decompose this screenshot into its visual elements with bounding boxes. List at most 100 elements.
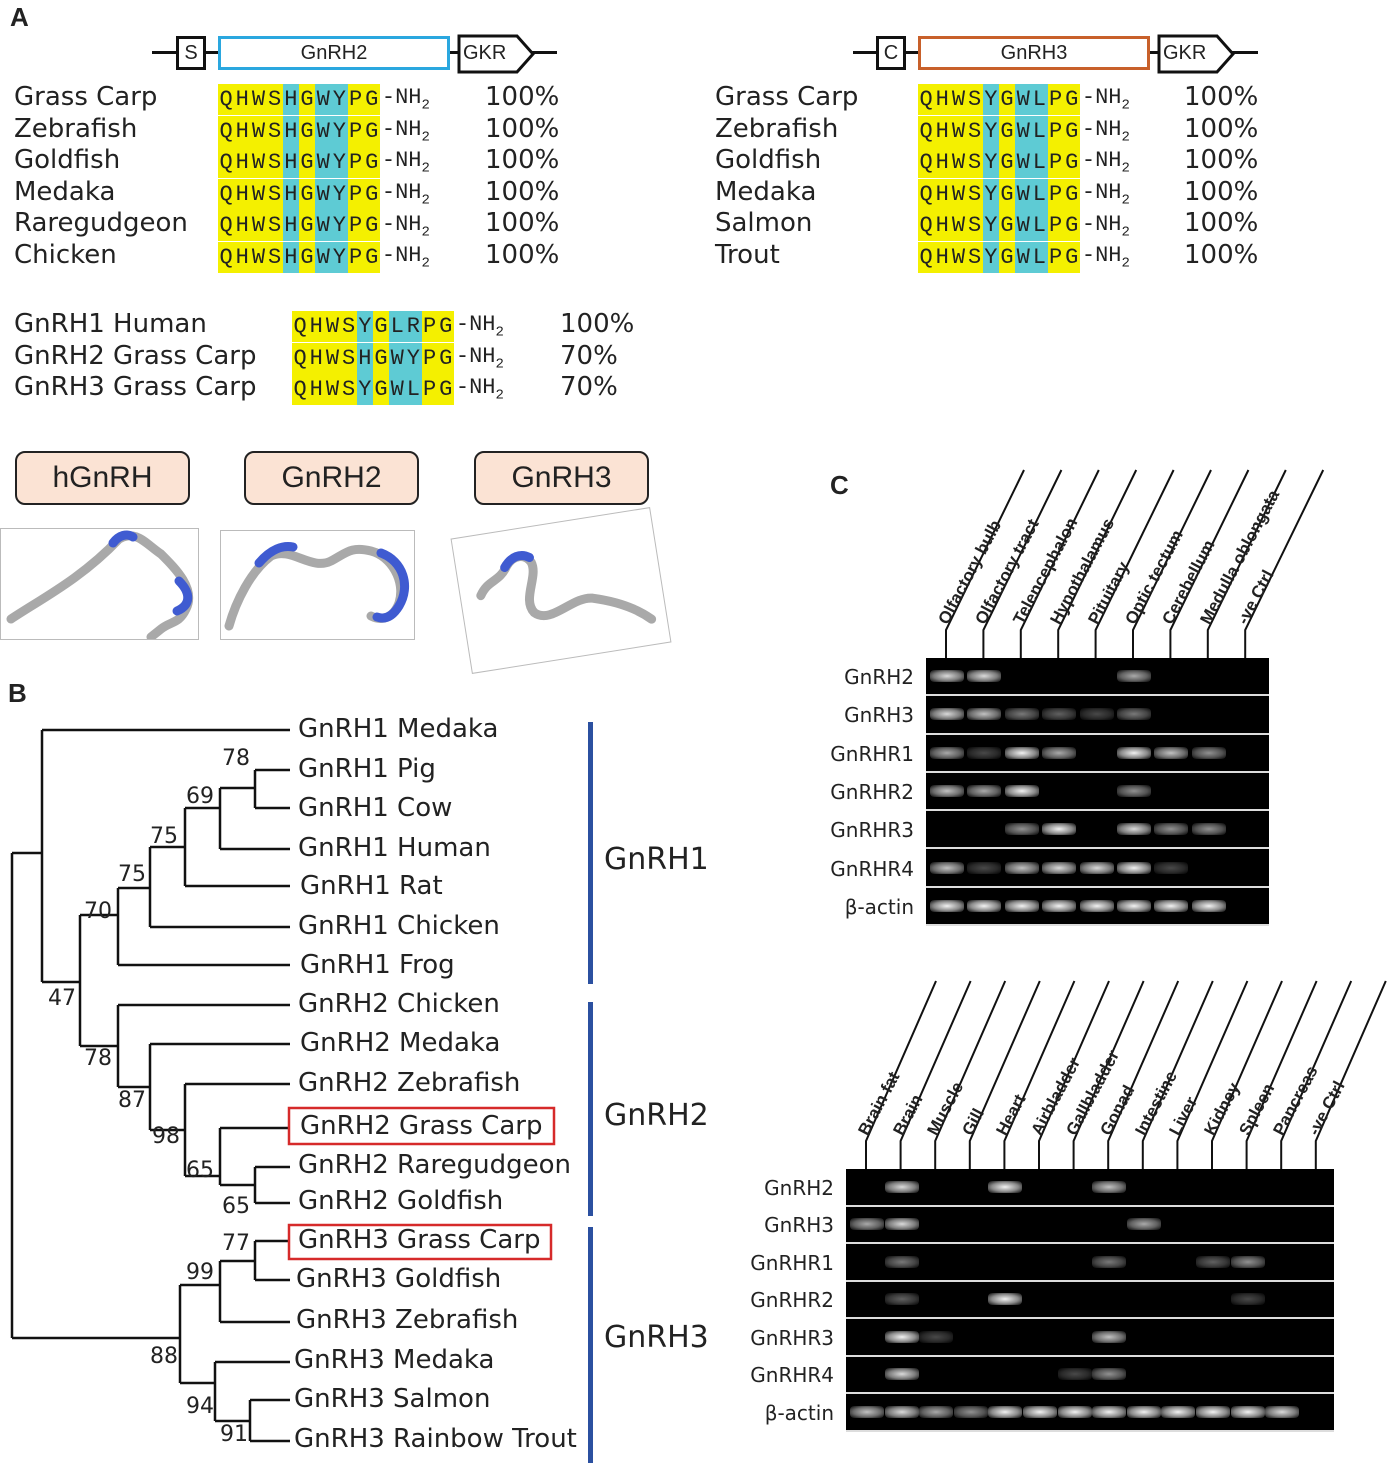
residue: G <box>998 84 1016 115</box>
species-label: GnRH1 Human <box>14 309 207 339</box>
residue: W <box>950 242 967 273</box>
lane-connector <box>968 980 1041 1169</box>
gel-band <box>930 708 964 721</box>
tree-leaf: GnRH1 Rat <box>300 871 443 901</box>
gel-band <box>930 746 964 759</box>
gene-label: GnRHR3 <box>830 818 914 843</box>
gel-row <box>846 1169 1334 1207</box>
residue: G <box>363 210 380 242</box>
residue: W <box>250 242 267 273</box>
gel-image <box>846 1169 1334 1432</box>
gene-label: GnRHR4 <box>830 856 914 881</box>
clade-label-gnrh1: GnRH1 <box>604 842 709 877</box>
amide-terminus: -NH2 <box>381 243 430 272</box>
gel-band <box>1004 785 1039 798</box>
clade-bar-gnrh2 <box>588 1002 593 1216</box>
gel-band <box>919 1330 954 1343</box>
tree-leaf: GnRH2 Chicken <box>298 989 500 1019</box>
residue: P <box>421 374 438 406</box>
residue: S <box>966 84 983 115</box>
gel-band <box>1191 746 1226 759</box>
gene-label: GnRH3 <box>764 1213 834 1238</box>
residue: Q <box>218 84 235 115</box>
gel-band <box>884 1368 919 1381</box>
amide-terminus: -NH2 <box>1081 148 1130 177</box>
gel-band <box>1004 746 1039 759</box>
residue: S <box>966 147 983 179</box>
residue: S <box>266 84 283 115</box>
gkr-arrow-icon <box>1157 34 1236 74</box>
gel-band <box>988 1293 1023 1306</box>
highlight-gnrh3-grass-carp <box>287 1223 553 1261</box>
tree-leaf: GnRH1 Cow <box>298 793 453 823</box>
residue: Q <box>918 115 935 147</box>
gel-band <box>1265 1405 1300 1418</box>
amide-terminus: -NH2 <box>1081 85 1130 114</box>
residue: H <box>934 115 951 147</box>
species-label: Grass Carp <box>14 82 158 112</box>
residue: G <box>998 242 1016 273</box>
tree-leaf: GnRH1 Pig <box>298 754 436 784</box>
structure-label-gnrh2: GnRH2 <box>244 451 419 505</box>
residue: Y <box>331 242 348 273</box>
residue: G <box>1063 147 1080 179</box>
residue: W <box>1015 115 1032 147</box>
residue: H <box>308 311 325 342</box>
residue: G <box>998 210 1016 242</box>
gel-band <box>1154 861 1189 874</box>
residue: Y <box>331 178 348 210</box>
gene-label: GnRHR2 <box>830 780 914 805</box>
residue: L <box>1031 115 1048 147</box>
species-label: Goldfish <box>14 145 121 176</box>
gel-band <box>1230 1293 1265 1306</box>
residue: P <box>1047 147 1064 179</box>
gene-label: β-actin <box>844 894 914 919</box>
gel-band <box>1117 746 1151 759</box>
lane-connector <box>1211 980 1283 1169</box>
residue: H <box>282 115 299 147</box>
tree-leaf: GnRH2 Zebrafish <box>298 1068 521 1098</box>
gel-band <box>930 670 964 683</box>
lane-connector <box>945 469 1025 658</box>
gel-image <box>926 658 1269 927</box>
amide-terminus: -NH2 <box>381 85 430 114</box>
residue: H <box>934 242 951 273</box>
gel-band <box>1092 1255 1127 1268</box>
residue: Q <box>918 210 935 242</box>
amide-terminus: -NH2 <box>381 116 430 146</box>
residue: H <box>234 242 251 273</box>
residue: S <box>966 115 983 147</box>
tree-leaf: GnRH1 Chicken <box>298 911 500 941</box>
species-label: Medaka <box>715 176 817 207</box>
amide-terminus: -NH2 <box>455 343 504 373</box>
residue: Q <box>918 84 935 115</box>
gel-band <box>1023 1405 1057 1418</box>
lane-connector <box>982 469 1063 658</box>
residue: G <box>363 178 380 210</box>
gel-band <box>1117 899 1151 912</box>
gel-band <box>930 785 964 798</box>
species-label: Salmon <box>715 208 813 239</box>
tree-leaf: GnRH3 Goldfish <box>296 1264 502 1294</box>
amide-terminus: -NH2 <box>1081 211 1130 241</box>
residue: P <box>421 342 438 374</box>
gel-band <box>953 1405 988 1418</box>
species-label: Grass Carp <box>715 82 859 112</box>
gel-band <box>988 1405 1023 1418</box>
gel-band <box>1042 746 1077 759</box>
residue: L <box>1031 210 1048 242</box>
gkr-arrow-icon <box>457 34 536 74</box>
residue: H <box>234 84 251 115</box>
residue: P <box>421 311 438 342</box>
residue: W <box>250 147 267 179</box>
lane-connector <box>934 980 1007 1169</box>
residue: Q <box>292 311 309 342</box>
lane-connector <box>1132 469 1212 658</box>
bootstrap-value: 70 <box>84 899 112 924</box>
panel-label-a: A <box>10 2 29 32</box>
highlight-gnrh2-grass-carp <box>287 1106 556 1146</box>
residue: S <box>966 210 983 242</box>
residue: L <box>405 374 422 406</box>
